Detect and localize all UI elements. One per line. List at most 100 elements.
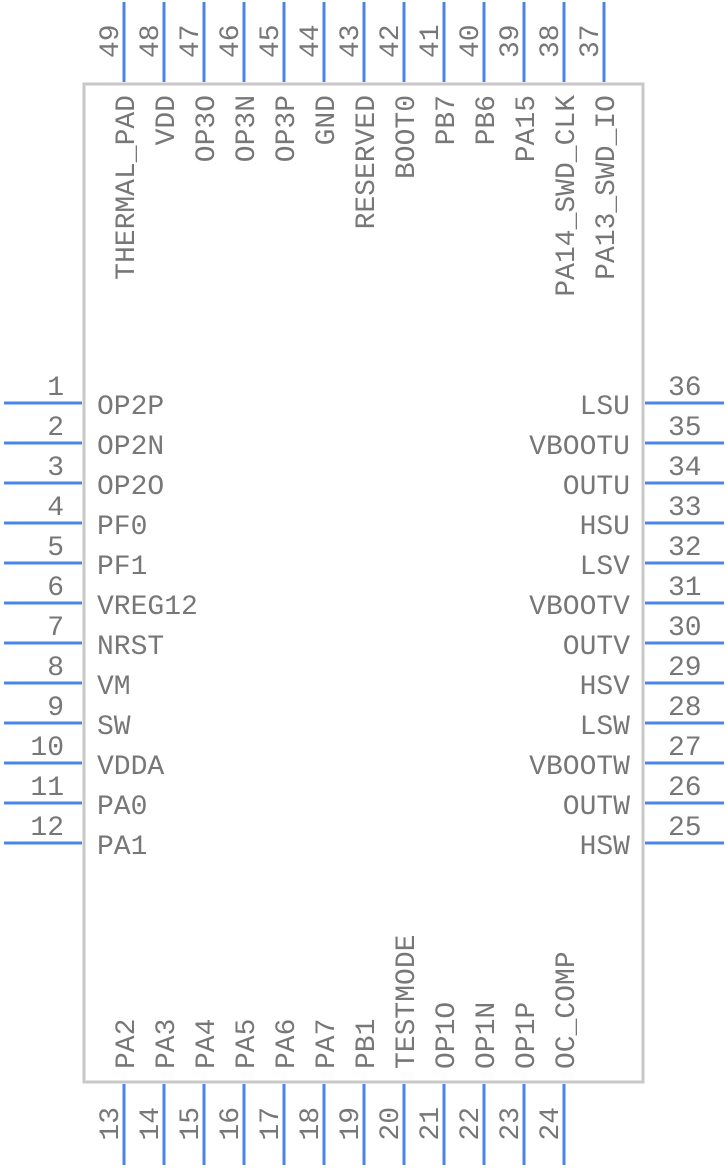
pin-34-label: OUTU — [563, 472, 630, 503]
pin-38-number: 38 — [536, 24, 567, 58]
pin-30-number: 30 — [668, 613, 702, 644]
pin-15-label: PA4 — [192, 1019, 223, 1069]
pin-28-label: LSW — [580, 712, 631, 743]
pin-7-number: 7 — [47, 613, 64, 644]
pin-41-number: 41 — [416, 24, 447, 58]
pin-39-label: PA15 — [512, 95, 543, 162]
pin-15-number: 15 — [176, 1107, 207, 1141]
pin-44-number: 44 — [296, 24, 327, 58]
pin-10-number: 10 — [30, 733, 64, 764]
pin-23-number: 23 — [496, 1107, 527, 1141]
pin-43-label: RESERVED — [352, 95, 383, 229]
pin-32-label: LSV — [580, 552, 631, 583]
pin-2-label: OP2N — [97, 432, 164, 463]
pin-28-number: 28 — [668, 693, 702, 724]
pin-6-number: 6 — [47, 573, 64, 604]
pin-40-number: 40 — [456, 24, 487, 58]
pin-36-label: LSU — [580, 392, 630, 423]
pin-9-label: SW — [97, 712, 131, 743]
pin-22-label: OP1N — [472, 1002, 503, 1069]
pin-8-number: 8 — [47, 653, 64, 684]
pin-41-label: PB7 — [432, 95, 463, 145]
pin-42-label: BOOT0 — [392, 95, 423, 179]
pin-22-number: 22 — [456, 1107, 487, 1141]
pin-42-number: 42 — [376, 24, 407, 58]
pin-16-label: PA5 — [232, 1019, 263, 1069]
pin-3-label: OP2O — [97, 472, 164, 503]
pin-49-label: THERMAL_PAD — [112, 95, 143, 280]
pin-4-label: PF0 — [97, 512, 147, 543]
pin-17-label: PA6 — [272, 1019, 303, 1069]
pin-45-number: 45 — [256, 24, 287, 58]
pin-39-number: 39 — [496, 24, 527, 58]
pin-1-number: 1 — [47, 373, 64, 404]
pin-27-number: 27 — [668, 733, 702, 764]
pin-25-number: 25 — [668, 813, 702, 844]
pin-13-label: PA2 — [112, 1019, 143, 1069]
pin-8-label: VM — [97, 672, 131, 703]
pin-46-number: 46 — [216, 24, 247, 58]
pin-19-label: PB1 — [352, 1019, 383, 1069]
pin-35-label: VBOOTU — [529, 432, 630, 463]
pin-14-number: 14 — [136, 1107, 167, 1141]
pin-29-label: HSV — [580, 672, 631, 703]
pin-20-number: 20 — [376, 1107, 407, 1141]
pin-31-label: VBOOTV — [529, 592, 630, 623]
pin-46-label: OP3N — [232, 95, 263, 162]
pin-38-label: PA14_SWD_CLK — [552, 95, 583, 297]
pin-11-label: PA0 — [97, 792, 147, 823]
pin-30-label: OUTV — [563, 632, 630, 663]
pin-33-label: HSU — [580, 512, 630, 543]
pin-29-number: 29 — [668, 653, 702, 684]
pin-48-number: 48 — [136, 24, 167, 58]
pin-32-number: 32 — [668, 533, 702, 564]
pin-26-label: OUTW — [563, 792, 630, 823]
pin-5-number: 5 — [47, 533, 64, 564]
pin-47-label: OP3O — [192, 95, 223, 162]
pin-44-label: GND — [312, 95, 343, 145]
pin-12-label: PA1 — [97, 832, 147, 863]
pin-34-number: 34 — [668, 453, 702, 484]
pin-26-number: 26 — [668, 773, 702, 804]
pin-14-label: PA3 — [152, 1019, 183, 1069]
pin-36-number: 36 — [668, 373, 702, 404]
pin-11-number: 11 — [30, 773, 64, 804]
pin-49-number: 49 — [96, 24, 127, 58]
pin-1-label: OP2P — [97, 392, 164, 423]
pin-5-label: PF1 — [97, 552, 147, 583]
pin-4-number: 4 — [47, 493, 64, 524]
pin-16-number: 16 — [216, 1107, 247, 1141]
pin-19-number: 19 — [336, 1107, 367, 1141]
pin-40-label: PB6 — [472, 95, 503, 145]
pin-37-number: 37 — [576, 24, 607, 58]
pin-2-number: 2 — [47, 413, 64, 444]
pin-21-label: OP1O — [432, 1002, 463, 1069]
pin-35-number: 35 — [668, 413, 702, 444]
pin-12-number: 12 — [30, 813, 64, 844]
pin-18-label: PA7 — [312, 1019, 343, 1069]
pin-37-label: PA13_SWD_IO — [592, 95, 623, 280]
pin-24-number: 24 — [536, 1107, 567, 1141]
pin-7-label: NRST — [97, 632, 164, 663]
pin-10-label: VDDA — [97, 752, 164, 783]
pin-13-number: 13 — [96, 1107, 127, 1141]
pin-47-number: 47 — [176, 24, 207, 58]
pin-45-label: OP3P — [272, 95, 303, 162]
pin-6-label: VREG12 — [97, 592, 198, 623]
pin-17-number: 17 — [256, 1107, 287, 1141]
pin-24-label: OC_COMP — [552, 951, 583, 1069]
pin-21-number: 21 — [416, 1107, 447, 1141]
pin-3-number: 3 — [47, 453, 64, 484]
pin-25-label: HSW — [580, 832, 631, 863]
pin-18-number: 18 — [296, 1107, 327, 1141]
pin-43-number: 43 — [336, 24, 367, 58]
pin-27-label: VBOOTW — [529, 752, 630, 783]
pin-23-label: OP1P — [512, 1002, 543, 1069]
pin-9-number: 9 — [47, 693, 64, 724]
pin-20-label: TESTMODE — [392, 935, 423, 1069]
ic-body — [82, 82, 645, 1084]
pin-33-number: 33 — [668, 493, 702, 524]
pin-48-label: VDD — [152, 95, 183, 145]
